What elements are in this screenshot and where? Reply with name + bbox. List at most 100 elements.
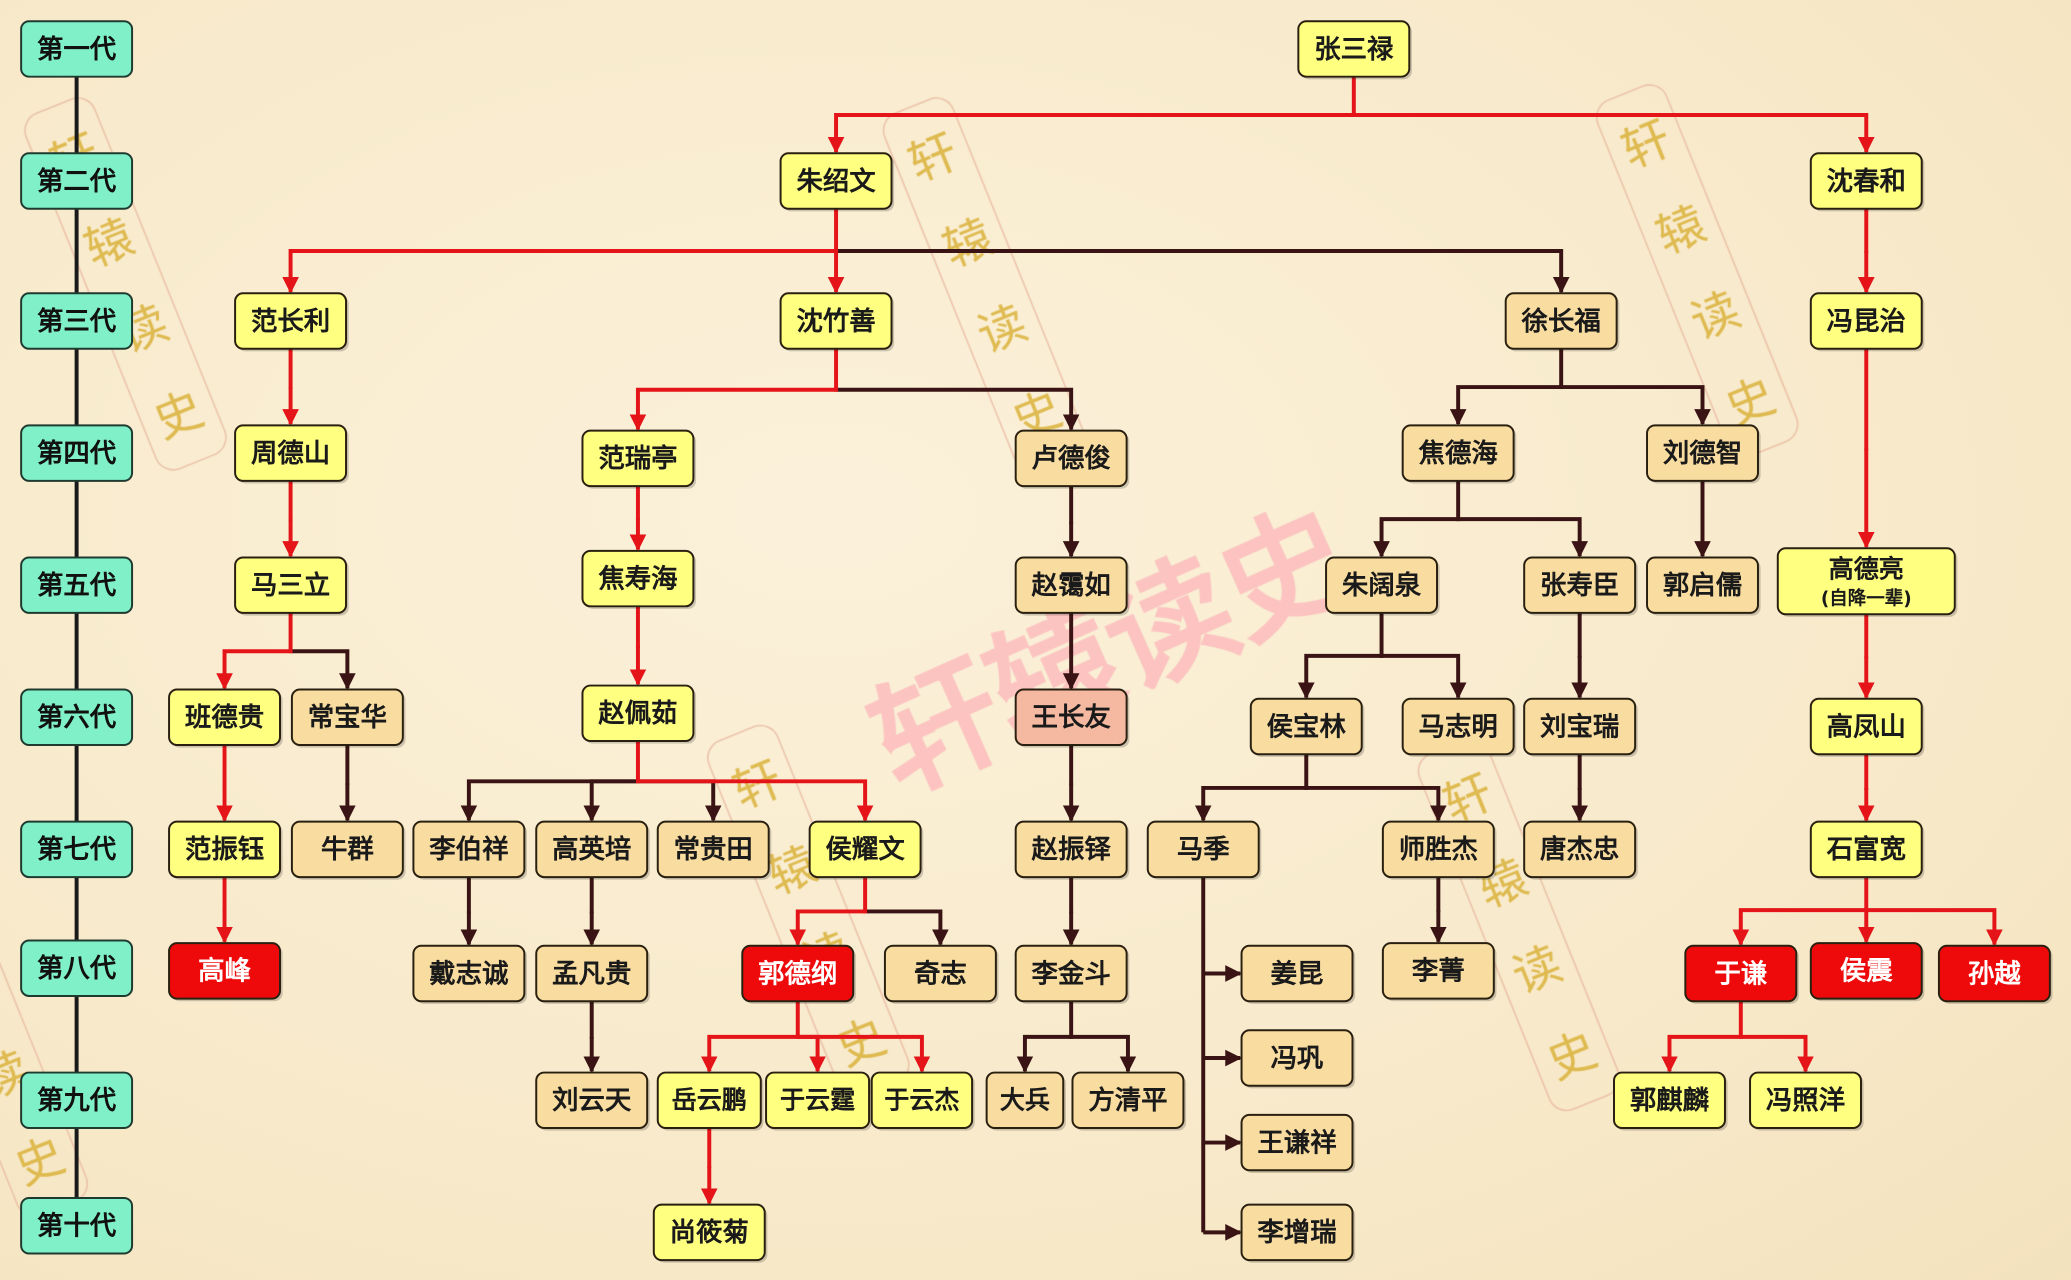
person-name: 李金斗 xyxy=(1031,958,1111,989)
person-node[interactable]: 李增瑞 xyxy=(1240,1203,1356,1263)
person-node[interactable]: 高英培 xyxy=(535,820,650,880)
person-node[interactable]: 赵振铎 xyxy=(1014,820,1130,880)
person-node[interactable]: 马三立 xyxy=(234,556,349,616)
person-node[interactable]: 张三禄 xyxy=(1297,20,1412,80)
person-node[interactable]: 赵佩茹 xyxy=(581,684,697,744)
person-node[interactable]: 郭德纲 xyxy=(741,944,856,1004)
person-node[interactable]: 班德贵 xyxy=(168,688,283,748)
person-node[interactable]: 孟凡贵 xyxy=(535,944,650,1004)
node-box xyxy=(1014,556,1128,614)
node-box xyxy=(1684,944,1798,1003)
person-node[interactable]: 侯宝林 xyxy=(1249,697,1365,757)
person-node[interactable]: 尚筱菊 xyxy=(652,1203,768,1263)
person-node[interactable]: 常贵田 xyxy=(656,820,772,880)
person-node[interactable]: 唐杰忠 xyxy=(1523,820,1638,880)
person-name: 石富宽 xyxy=(1826,834,1906,865)
person-node[interactable]: 高峰 xyxy=(168,942,283,1002)
person-node[interactable]: 于谦 xyxy=(1684,944,1799,1004)
person-name: 师胜杰 xyxy=(1399,834,1479,865)
person-node[interactable]: 范振钰 xyxy=(168,820,283,880)
person-node[interactable]: 李伯祥 xyxy=(412,820,527,880)
person-node[interactable]: 大兵 xyxy=(985,1071,1066,1131)
person-name: 范振钰 xyxy=(185,834,264,865)
person-name: 卢德俊 xyxy=(1032,443,1112,474)
node-box xyxy=(808,820,922,879)
person-node[interactable]: 李菁 xyxy=(1381,942,1497,1002)
person-name: 于谦 xyxy=(1714,958,1767,989)
person-node[interactable]: 刘宝瑞 xyxy=(1523,697,1638,757)
person-node[interactable]: 赵霭如 xyxy=(1014,556,1130,616)
person-node[interactable]: 刘云天 xyxy=(535,1071,650,1131)
person-node[interactable]: 朱绍文 xyxy=(779,152,895,212)
person-node[interactable]: 牛群 xyxy=(290,820,406,880)
person-node[interactable]: 范瑞亭 xyxy=(581,429,697,489)
person-node[interactable]: 王谦祥 xyxy=(1240,1113,1356,1173)
person-name: 焦德海 xyxy=(1419,438,1498,469)
connector-arrow xyxy=(1381,653,1467,700)
person-node[interactable]: 郭麒麟 xyxy=(1613,1071,1728,1131)
node-box xyxy=(1809,292,1923,350)
person-node[interactable]: 朱阔泉 xyxy=(1325,556,1440,616)
person-node[interactable]: 于云杰 xyxy=(870,1071,975,1131)
person-node[interactable]: 刘德智 xyxy=(1646,424,1761,484)
person-node[interactable]: 于云霆 xyxy=(765,1071,872,1131)
node-box xyxy=(1381,820,1495,879)
node-box xyxy=(765,1071,871,1130)
node-box xyxy=(1325,556,1439,614)
connector-arrow xyxy=(637,779,874,822)
person-node[interactable]: 李金斗 xyxy=(1014,944,1130,1004)
person-node[interactable]: 姜昆 xyxy=(1240,944,1356,1004)
connector-arrow xyxy=(1353,113,1875,154)
person-node[interactable]: 冯昆治 xyxy=(1809,292,1925,352)
person-node[interactable]: 岳云鹏 xyxy=(656,1071,764,1131)
person-name: 高德亮 xyxy=(1829,555,1904,584)
person-name: 李伯祥 xyxy=(428,834,508,865)
person-node[interactable]: 冯巩 xyxy=(1240,1029,1356,1089)
person-node[interactable]: 马季 xyxy=(1146,820,1262,880)
person-node[interactable]: 高凤山 xyxy=(1809,697,1925,757)
person-node[interactable]: 石富宽 xyxy=(1809,820,1925,880)
person-node[interactable]: 焦德海 xyxy=(1401,424,1517,484)
person-node[interactable]: 郭启儒 xyxy=(1646,556,1761,616)
node-box xyxy=(234,556,348,614)
person-node[interactable]: 徐长福 xyxy=(1504,292,1620,352)
connector-arrow xyxy=(797,1034,931,1073)
person-node[interactable]: 王长友 xyxy=(1014,688,1130,748)
node-box xyxy=(656,1071,762,1130)
person-node[interactable]: 常宝华 xyxy=(290,688,406,748)
connector-arrow xyxy=(1740,1034,1814,1073)
connector-arrow xyxy=(216,649,291,690)
person-node[interactable]: 方清平 xyxy=(1071,1071,1187,1131)
person-node[interactable]: 戴志诚 xyxy=(412,944,527,1004)
node-box xyxy=(1523,697,1637,756)
connector-arrow xyxy=(1458,517,1588,558)
generation-label: 第九代 xyxy=(20,1071,134,1130)
person-name: 刘宝瑞 xyxy=(1540,711,1619,742)
person-node[interactable]: 师胜杰 xyxy=(1381,820,1497,880)
person-node[interactable]: 张寿臣 xyxy=(1523,556,1638,616)
connector-arrow xyxy=(865,909,949,947)
person-node[interactable]: 冯照洋 xyxy=(1749,1071,1864,1131)
generation-label: 第五代 xyxy=(20,556,134,614)
node-box xyxy=(1381,942,1495,1000)
person-node[interactable]: 卢德俊 xyxy=(1014,429,1130,489)
generation-label: 第六代 xyxy=(20,688,134,746)
person-node[interactable]: 侯耀文 xyxy=(808,820,924,880)
person-node[interactable]: 范长利 xyxy=(234,292,349,352)
person-name: 王谦祥 xyxy=(1257,1127,1336,1158)
person-node[interactable]: 奇志 xyxy=(883,944,999,1004)
person-node[interactable]: 马志明 xyxy=(1401,697,1517,757)
person-node[interactable]: 侯震 xyxy=(1809,942,1925,1002)
person-node[interactable]: 孙越 xyxy=(1937,944,2053,1004)
person-node[interactable]: 周德山 xyxy=(234,424,349,484)
person-node[interactable]: 高德亮(自降一辈) xyxy=(1776,547,1958,617)
generation-text: 第一代 xyxy=(37,34,117,65)
generation-text: 第二代 xyxy=(37,166,117,197)
node-box xyxy=(1297,20,1411,78)
node-box xyxy=(1401,697,1515,756)
node-box xyxy=(656,820,770,879)
node-box xyxy=(1646,424,1759,482)
person-node[interactable]: 焦寿海 xyxy=(581,549,697,609)
person-node[interactable]: 沈春和 xyxy=(1809,152,1925,212)
person-node[interactable]: 沈竹善 xyxy=(779,292,895,352)
